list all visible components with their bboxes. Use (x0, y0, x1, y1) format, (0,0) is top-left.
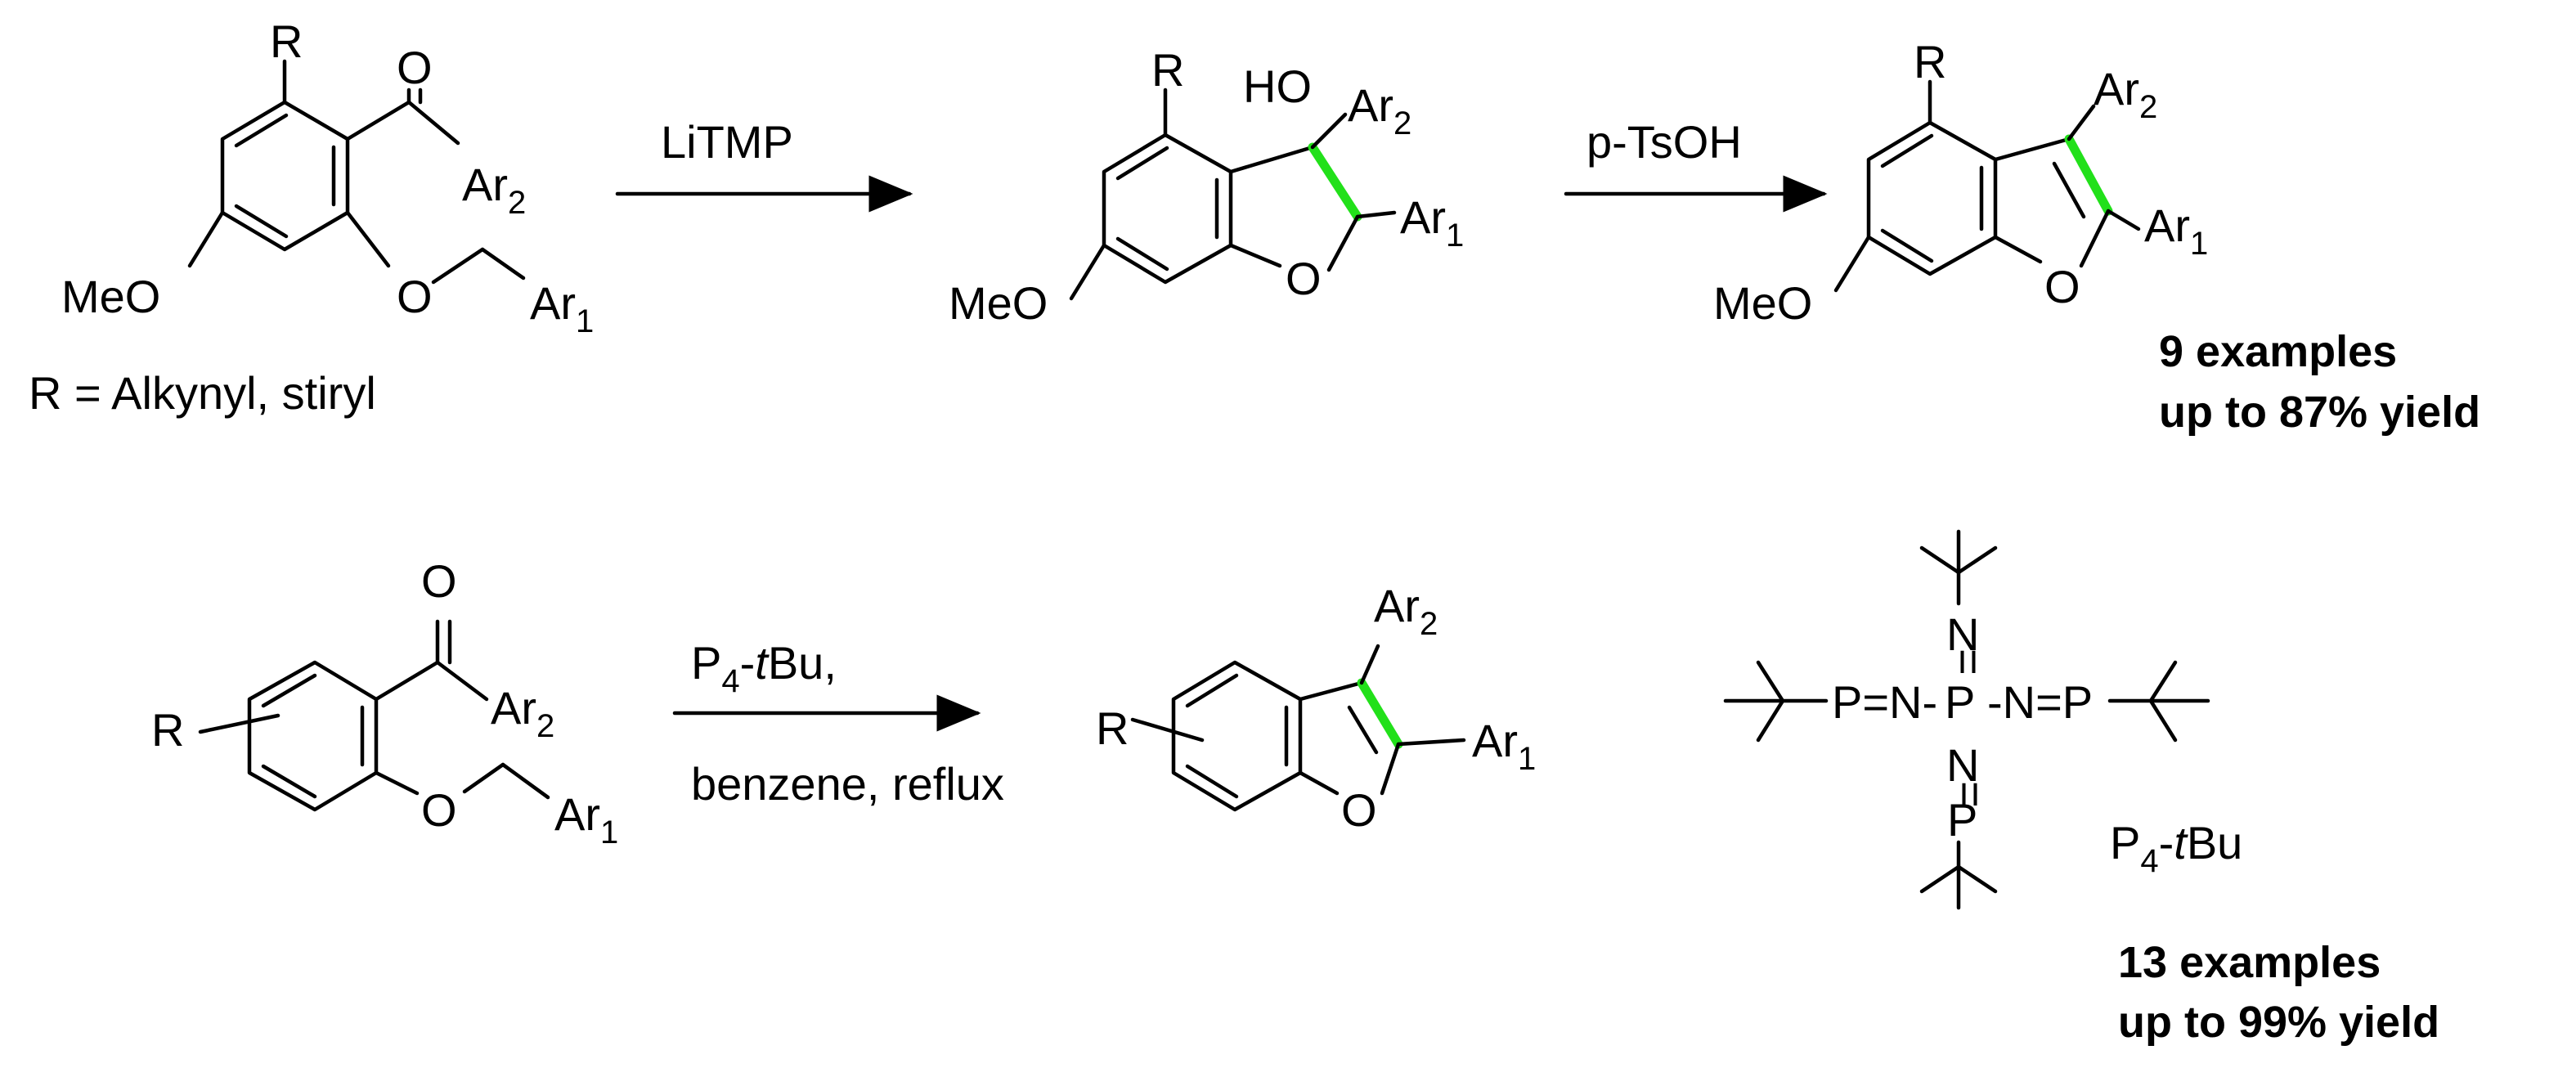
starting-material-1: R O Ar2 MeO O Ar1 (61, 16, 594, 339)
product-benzofuran-1: R Ar2 Ar1 O MeO (1713, 36, 2208, 329)
row2-yield-text: up to 99% yield (2118, 998, 2439, 1047)
methoxy-label: MeO (949, 277, 1048, 329)
r-substituent-label: R (1096, 702, 1129, 754)
reagent-ptsoh-label: p-TsOH (1586, 116, 1742, 168)
p4tbu-name-label: P4-tBu (2110, 817, 2242, 879)
bottom-nitrogen-label: N (1946, 739, 1979, 791)
r-substituent-label: R (151, 704, 184, 756)
reaction-arrow-litmp: LiTMP (615, 116, 913, 213)
top-nitrogen-label: N (1946, 608, 1979, 660)
ar2-group-label: Ar2 (491, 682, 554, 744)
p4tbu-structure: P=N- P -N=P N N P = = P4-tBu (1723, 529, 2242, 910)
row2-examples-text: 13 examples (2118, 938, 2381, 987)
reaction-arrow-p4tbu: P4-tBu, benzene, reflux (672, 637, 1004, 810)
ar1-group-label: Ar1 (1472, 715, 1536, 777)
hydroxyl-label: HO (1243, 61, 1312, 112)
conditions-label: benzene, reflux (691, 758, 1004, 810)
reaction-arrow-ptsoh: p-TsOH (1564, 116, 1828, 213)
right-phosphazene-label: -N=P (1987, 676, 2093, 728)
r-substituent-label: R (270, 16, 303, 67)
central-phosphorus-label: P (1945, 676, 1975, 728)
methoxy-label: MeO (61, 271, 160, 322)
bottom-double-bond: = (1945, 781, 1996, 808)
left-phosphazene-label: P=N- (1832, 676, 1937, 728)
r-definition-text: R = Alkynyl, stiryl (29, 367, 376, 419)
furan-oxygen-label: O (1286, 253, 1322, 304)
r-substituent-label: R (1914, 36, 1946, 88)
ar2-group-label: Ar2 (2094, 63, 2157, 125)
furan-oxygen-label: O (1341, 784, 1377, 836)
starting-material-2: O Ar2 O Ar1 R (151, 555, 618, 850)
reagent-p4tbu-label: P4-tBu, (691, 637, 837, 699)
row1-examples-text: 9 examples (2159, 327, 2397, 376)
ar2-group-label: Ar2 (1348, 79, 1411, 141)
ar1-group-label: Ar1 (1400, 191, 1464, 254)
product-benzofuran-2: Ar2 Ar1 O R (1096, 580, 1536, 836)
carbonyl-oxygen-label: O (397, 42, 433, 93)
bottom-phosphorus-label: P (1947, 794, 1977, 846)
ar2-group-label: Ar2 (462, 159, 526, 221)
ether-oxygen-label: O (421, 784, 457, 836)
r-substituent-label: R (1151, 44, 1184, 96)
ar1-group-label: Ar1 (2144, 200, 2208, 262)
ar1-group-label: Ar1 (554, 788, 618, 850)
ether-oxygen-label: O (397, 271, 433, 322)
furan-oxygen-label: O (2044, 261, 2080, 312)
methoxy-label: MeO (1713, 277, 1812, 329)
ar1-group-label: Ar1 (530, 277, 594, 339)
row1-yield-text: up to 87% yield (2159, 388, 2480, 437)
reagent-litmp-label: LiTMP (661, 116, 793, 168)
carbonyl-oxygen-label: O (421, 555, 457, 607)
top-double-bond: = (1943, 648, 1995, 675)
ar2-group-label: Ar2 (1374, 580, 1438, 642)
intermediate-dihydrobenzofuranol: R HO Ar2 Ar1 O MeO (949, 44, 1464, 329)
